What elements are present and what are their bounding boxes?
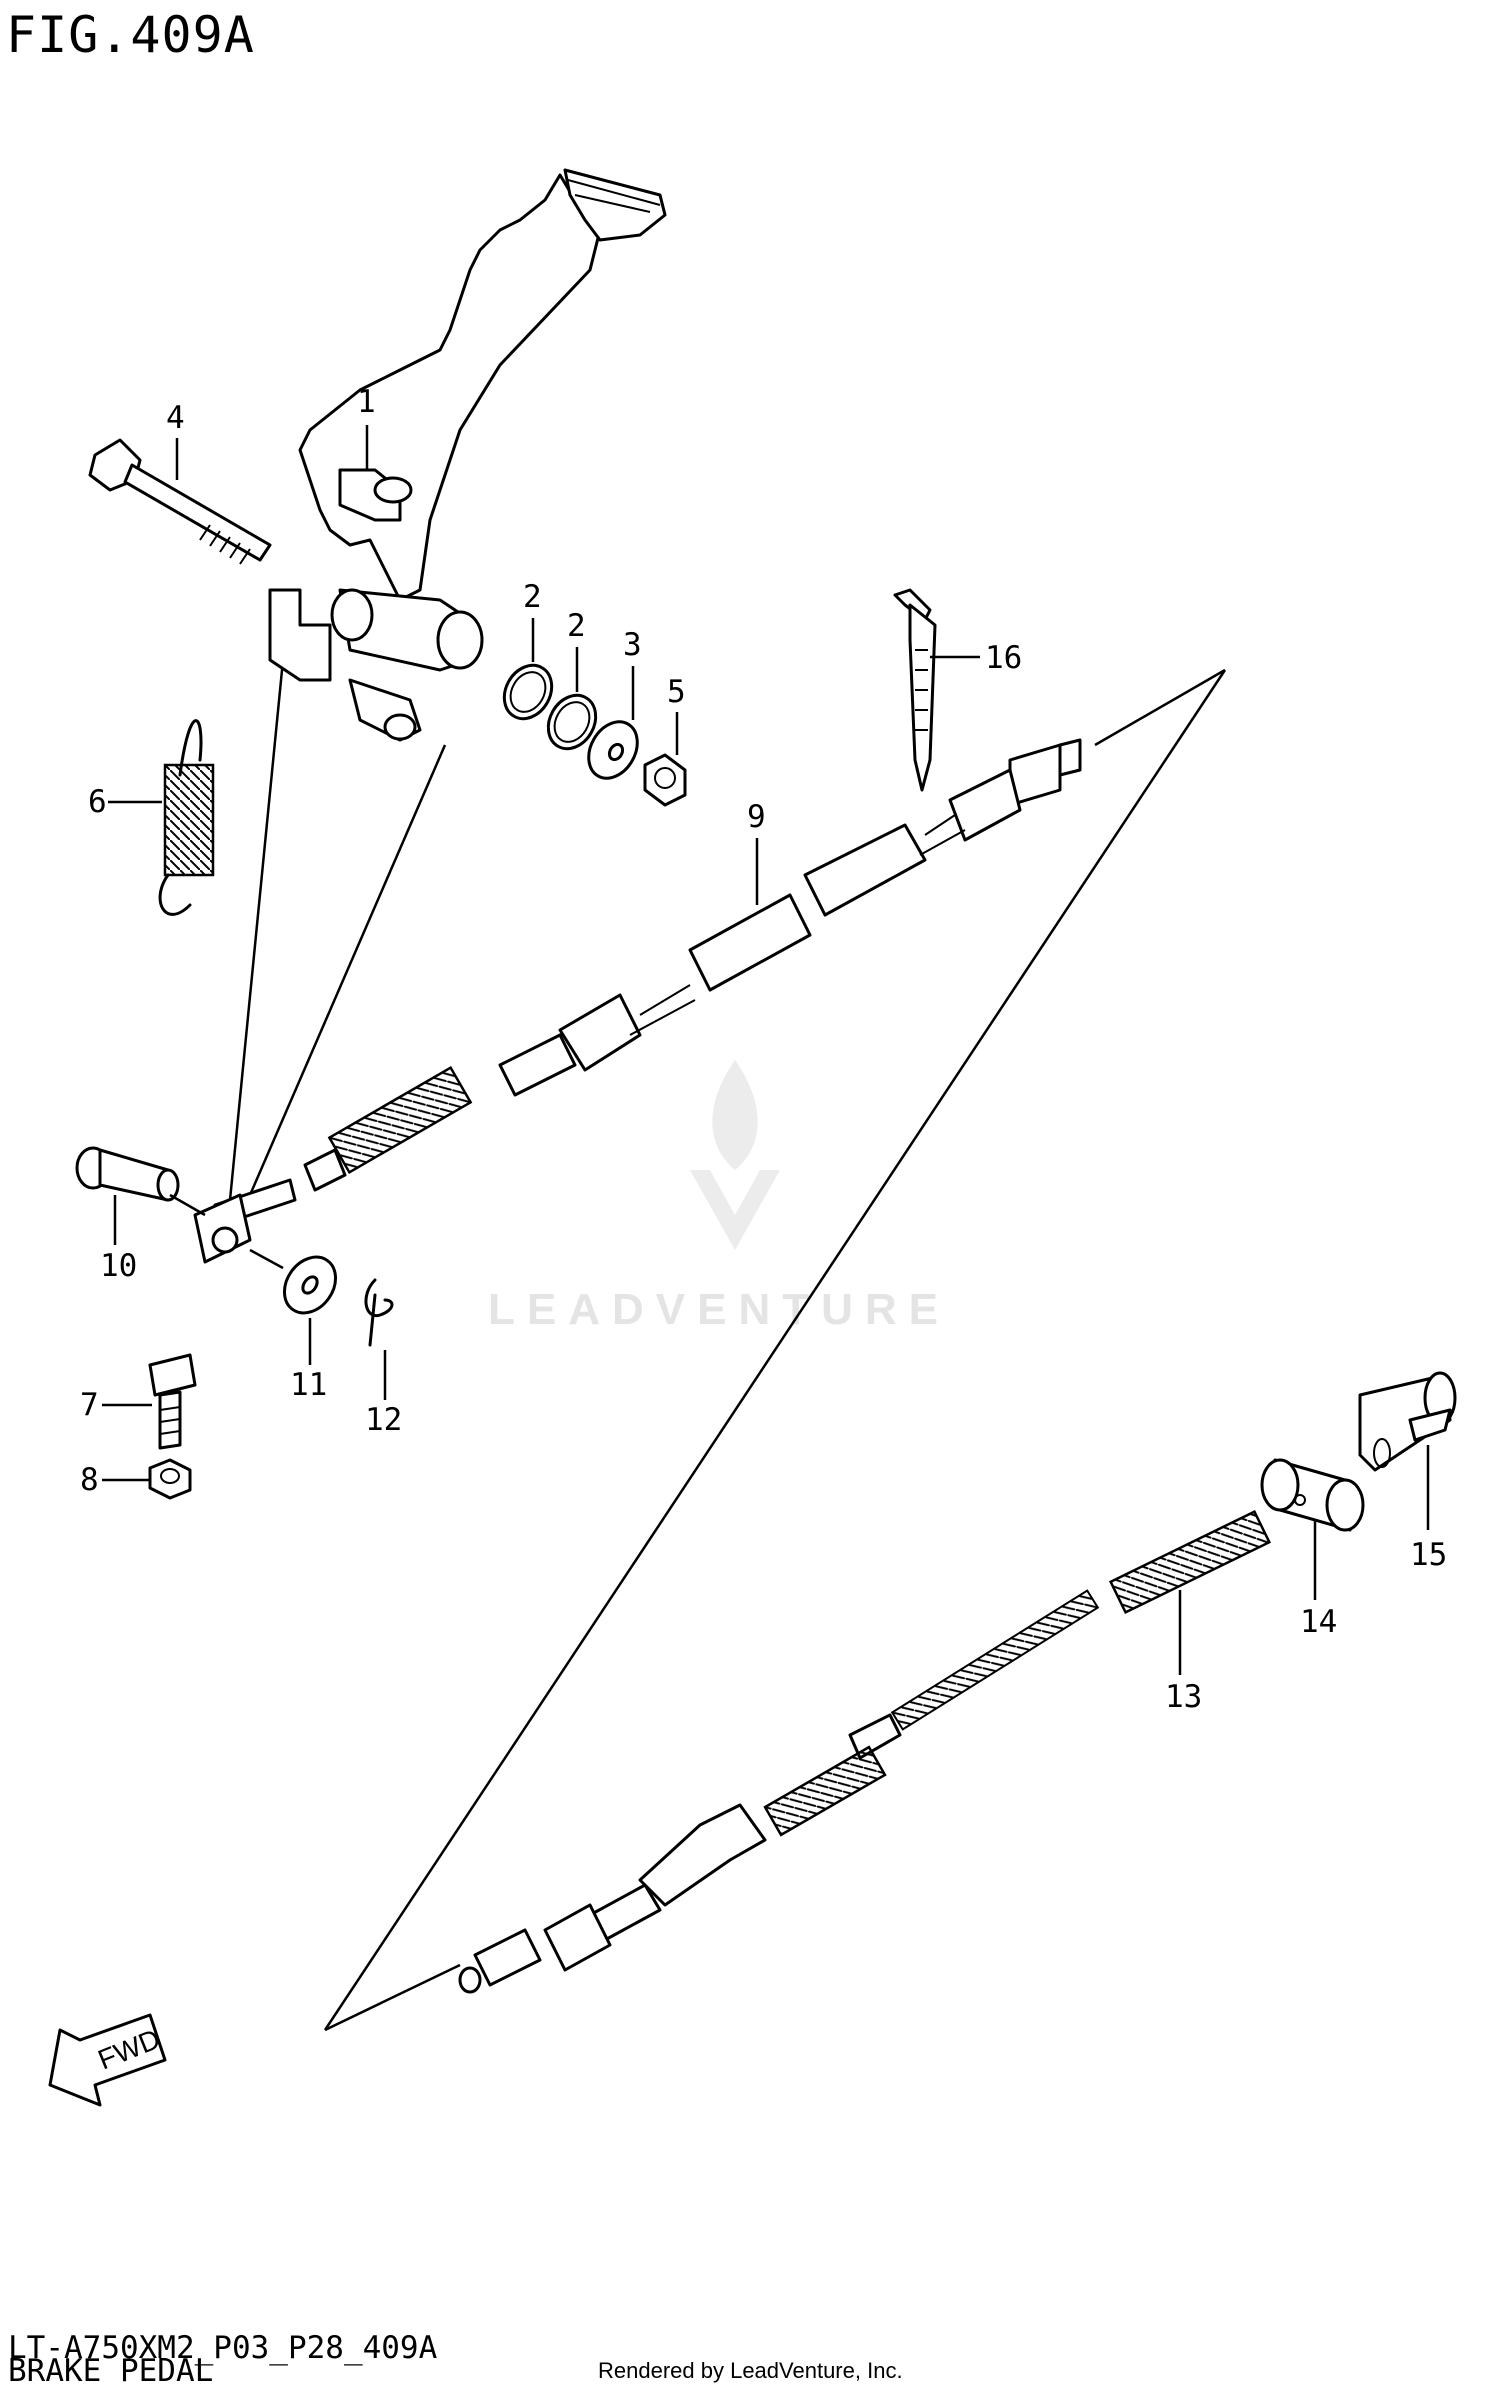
- bolt-icon: [148, 1353, 197, 1450]
- o-ring-icon: [546, 693, 598, 751]
- bracket-icon: [1358, 1371, 1457, 1472]
- spring-icon: [158, 719, 215, 916]
- callout-label: 14: [1300, 1604, 1337, 1640]
- callout-label: 13: [1165, 1679, 1202, 1715]
- callout-label: 1: [357, 384, 376, 420]
- callout-label: 9: [747, 799, 766, 835]
- callout-label: 5: [667, 674, 686, 710]
- o-ring-icon: [502, 663, 554, 721]
- render-credit: Rendered by LeadVenture, Inc.: [598, 2358, 903, 2383]
- callout-label: 11: [290, 1367, 327, 1403]
- clamp-icon: [893, 588, 937, 792]
- callout-label: 6: [88, 784, 107, 820]
- pin-icon: [75, 1146, 180, 1202]
- callout-label: 8: [80, 1462, 99, 1498]
- callout-label: 12: [365, 1402, 402, 1438]
- callout-label: 4: [166, 400, 185, 436]
- washer-icon: [282, 1255, 338, 1315]
- watermark-text: LEADVENTURE: [488, 1285, 951, 1334]
- callout-label: 2: [523, 579, 542, 615]
- nut-icon: [643, 753, 687, 807]
- spring-icon: [1108, 1509, 1272, 1615]
- bolt-icon: [88, 438, 272, 565]
- cable-icon: [458, 1589, 1100, 1994]
- callout-label: 2: [567, 608, 586, 644]
- figure-title: FIG.409A: [6, 6, 255, 64]
- figure-code: LT-A750XM2_P03_P28_409A: [8, 2330, 438, 2366]
- cotter-pin-icon: [364, 1278, 394, 1347]
- callout-label: 16: [985, 640, 1022, 676]
- callout-label: 10: [100, 1248, 137, 1284]
- joint-icon: [1260, 1458, 1365, 1532]
- assembly-guide-lines: [228, 659, 1227, 2032]
- brake-pedal-icon: [268, 168, 667, 742]
- callout-label: 7: [80, 1387, 99, 1423]
- nut-icon: [148, 1458, 192, 1500]
- watermark-logo: [690, 1060, 780, 1250]
- callout-label: 15: [1410, 1537, 1447, 1573]
- cable-icon: [193, 738, 1082, 1264]
- callout-label: 3: [623, 627, 642, 663]
- figure-name: BRAKE PEDAL: [8, 2353, 214, 2389]
- fwd-arrow-icon: FWD: [48, 2013, 167, 2107]
- washer-icon: [587, 720, 639, 780]
